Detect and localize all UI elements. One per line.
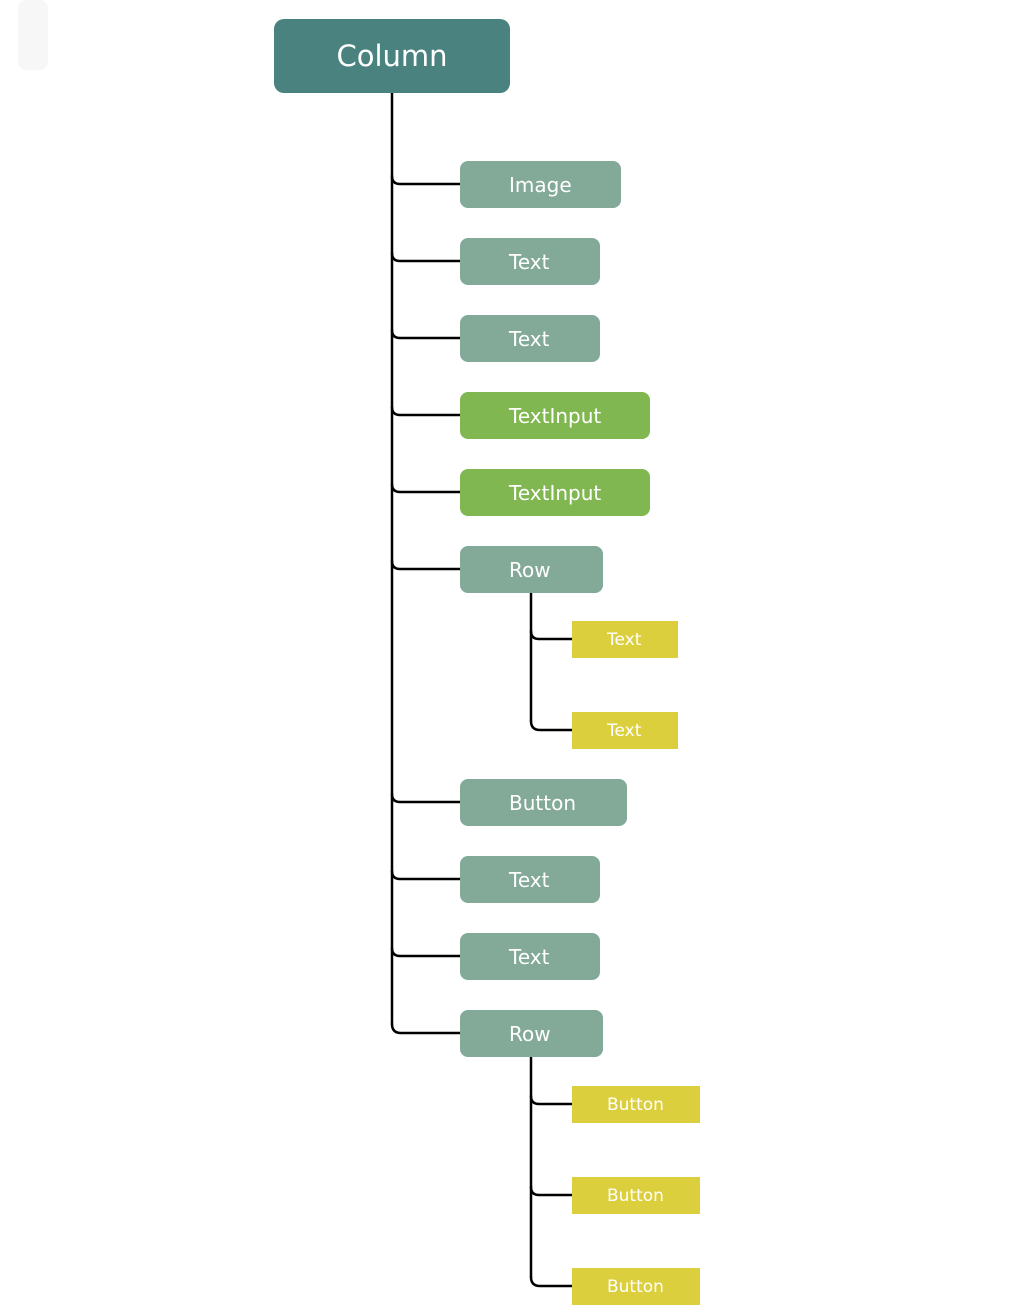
connector-text-3 [390,869,462,881]
connector-text-2 [390,328,462,340]
child-node-button: Button [460,779,627,826]
connector-textinput-2 [390,482,462,494]
connector-text-4 [390,946,462,958]
connector-row-1 [390,559,462,571]
connector-row-2-button-2 [529,1185,574,1197]
leaf-node-row-2-button-1: Button [572,1086,700,1123]
child-node-textinput-2: TextInput [460,469,650,516]
child-node-image: Image [460,161,621,208]
child-node-text-1: Text [460,238,600,285]
connector-row-1-text-1 [529,629,574,641]
child-node-row-1: Row [460,546,603,593]
connector-row-2-button-3 [529,1275,574,1288]
connector-row-1-text-2 [529,719,574,732]
root-node-column: Column [274,19,510,93]
child-node-text-3: Text [460,856,600,903]
leaf-node-row-2-button-2: Button [572,1177,700,1214]
child-node-textinput-1: TextInput [460,392,650,439]
child-node-row-2: Row [460,1010,603,1057]
connector-image [390,174,462,186]
background-shadow [18,0,48,70]
child-node-text-4: Text [460,933,600,980]
connector-text-1 [390,251,462,263]
connector-button [390,792,462,804]
leaf-node-row-1-text-2: Text [572,712,678,749]
child-node-text-2: Text [460,315,600,362]
leaf-node-row-2-button-3: Button [572,1268,700,1305]
connector-row-2 [390,1022,462,1035]
connector-row-2-button-1 [529,1094,574,1106]
leaf-node-row-1-text-1: Text [572,621,678,658]
connector-textinput-1 [390,405,462,417]
